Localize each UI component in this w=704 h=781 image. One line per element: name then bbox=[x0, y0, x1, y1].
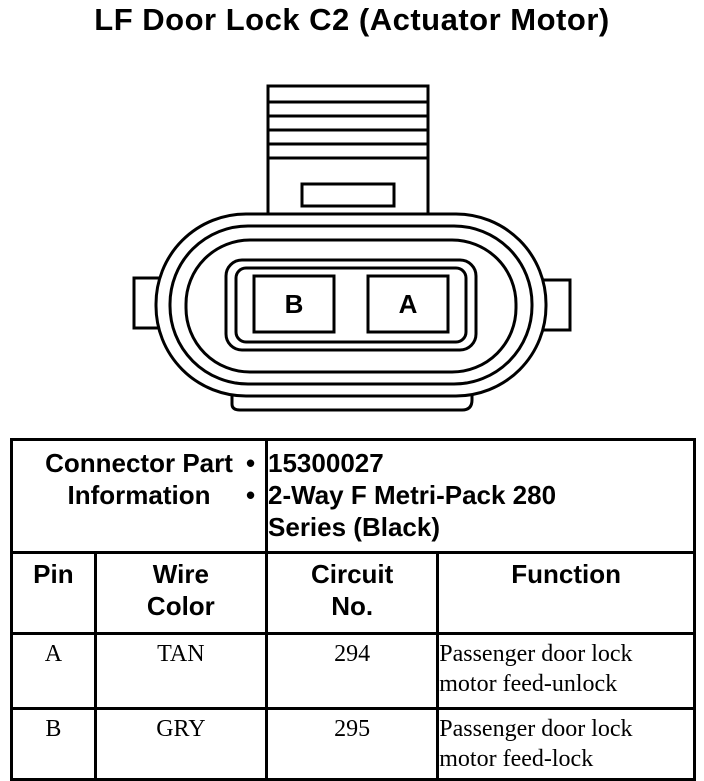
cavity-a-label: A bbox=[399, 289, 418, 319]
pin-cell: A bbox=[10, 632, 97, 710]
part-info-label: Connector Part Information bbox=[9, 438, 269, 554]
part-info-value: 15300027 2-Way F Metri-Pack 280 Series (… bbox=[246, 438, 696, 554]
col-header-circuit: Circuit No. bbox=[265, 551, 440, 635]
connector-table: Connector Part Information 15300027 2-Wa… bbox=[9, 438, 696, 781]
col-header-wire-color: Wire Color bbox=[93, 551, 269, 635]
header-row: Pin Wire Color Circuit No. Function bbox=[10, 551, 696, 635]
table-row: B GRY 295 Passenger door lock motor feed… bbox=[10, 707, 696, 781]
cavity-a bbox=[366, 274, 450, 334]
cavity-b-label: B bbox=[285, 289, 304, 319]
circuit-cell: 294 bbox=[265, 632, 440, 710]
part-description: 2-Way F Metri-Pack 280 bbox=[246, 479, 693, 511]
table-row: A TAN 294 Passenger door lock motor feed… bbox=[10, 632, 696, 710]
part-number: 15300027 bbox=[246, 447, 693, 479]
page-title: LF Door Lock C2 (Actuator Motor) bbox=[94, 2, 610, 37]
wire-color-cell: GRY bbox=[93, 707, 269, 781]
circuit-cell: 295 bbox=[265, 707, 440, 781]
cavity-b bbox=[252, 274, 336, 334]
col-header-pin: Pin bbox=[10, 551, 97, 635]
terminal-face bbox=[224, 258, 478, 352]
part-description-cont: Series (Black) bbox=[268, 512, 440, 542]
connector-diagram: B A bbox=[132, 84, 572, 412]
wire-color-cell: TAN bbox=[93, 632, 269, 710]
col-header-function: Function bbox=[436, 551, 696, 635]
part-info-row: Connector Part Information 15300027 2-Wa… bbox=[9, 438, 696, 554]
function-cell: Passenger door lock motor feed-unlock bbox=[436, 632, 696, 710]
latch-tab bbox=[266, 84, 430, 218]
pin-cell: B bbox=[10, 707, 97, 781]
function-cell: Passenger door lock motor feed-lock bbox=[436, 707, 696, 781]
